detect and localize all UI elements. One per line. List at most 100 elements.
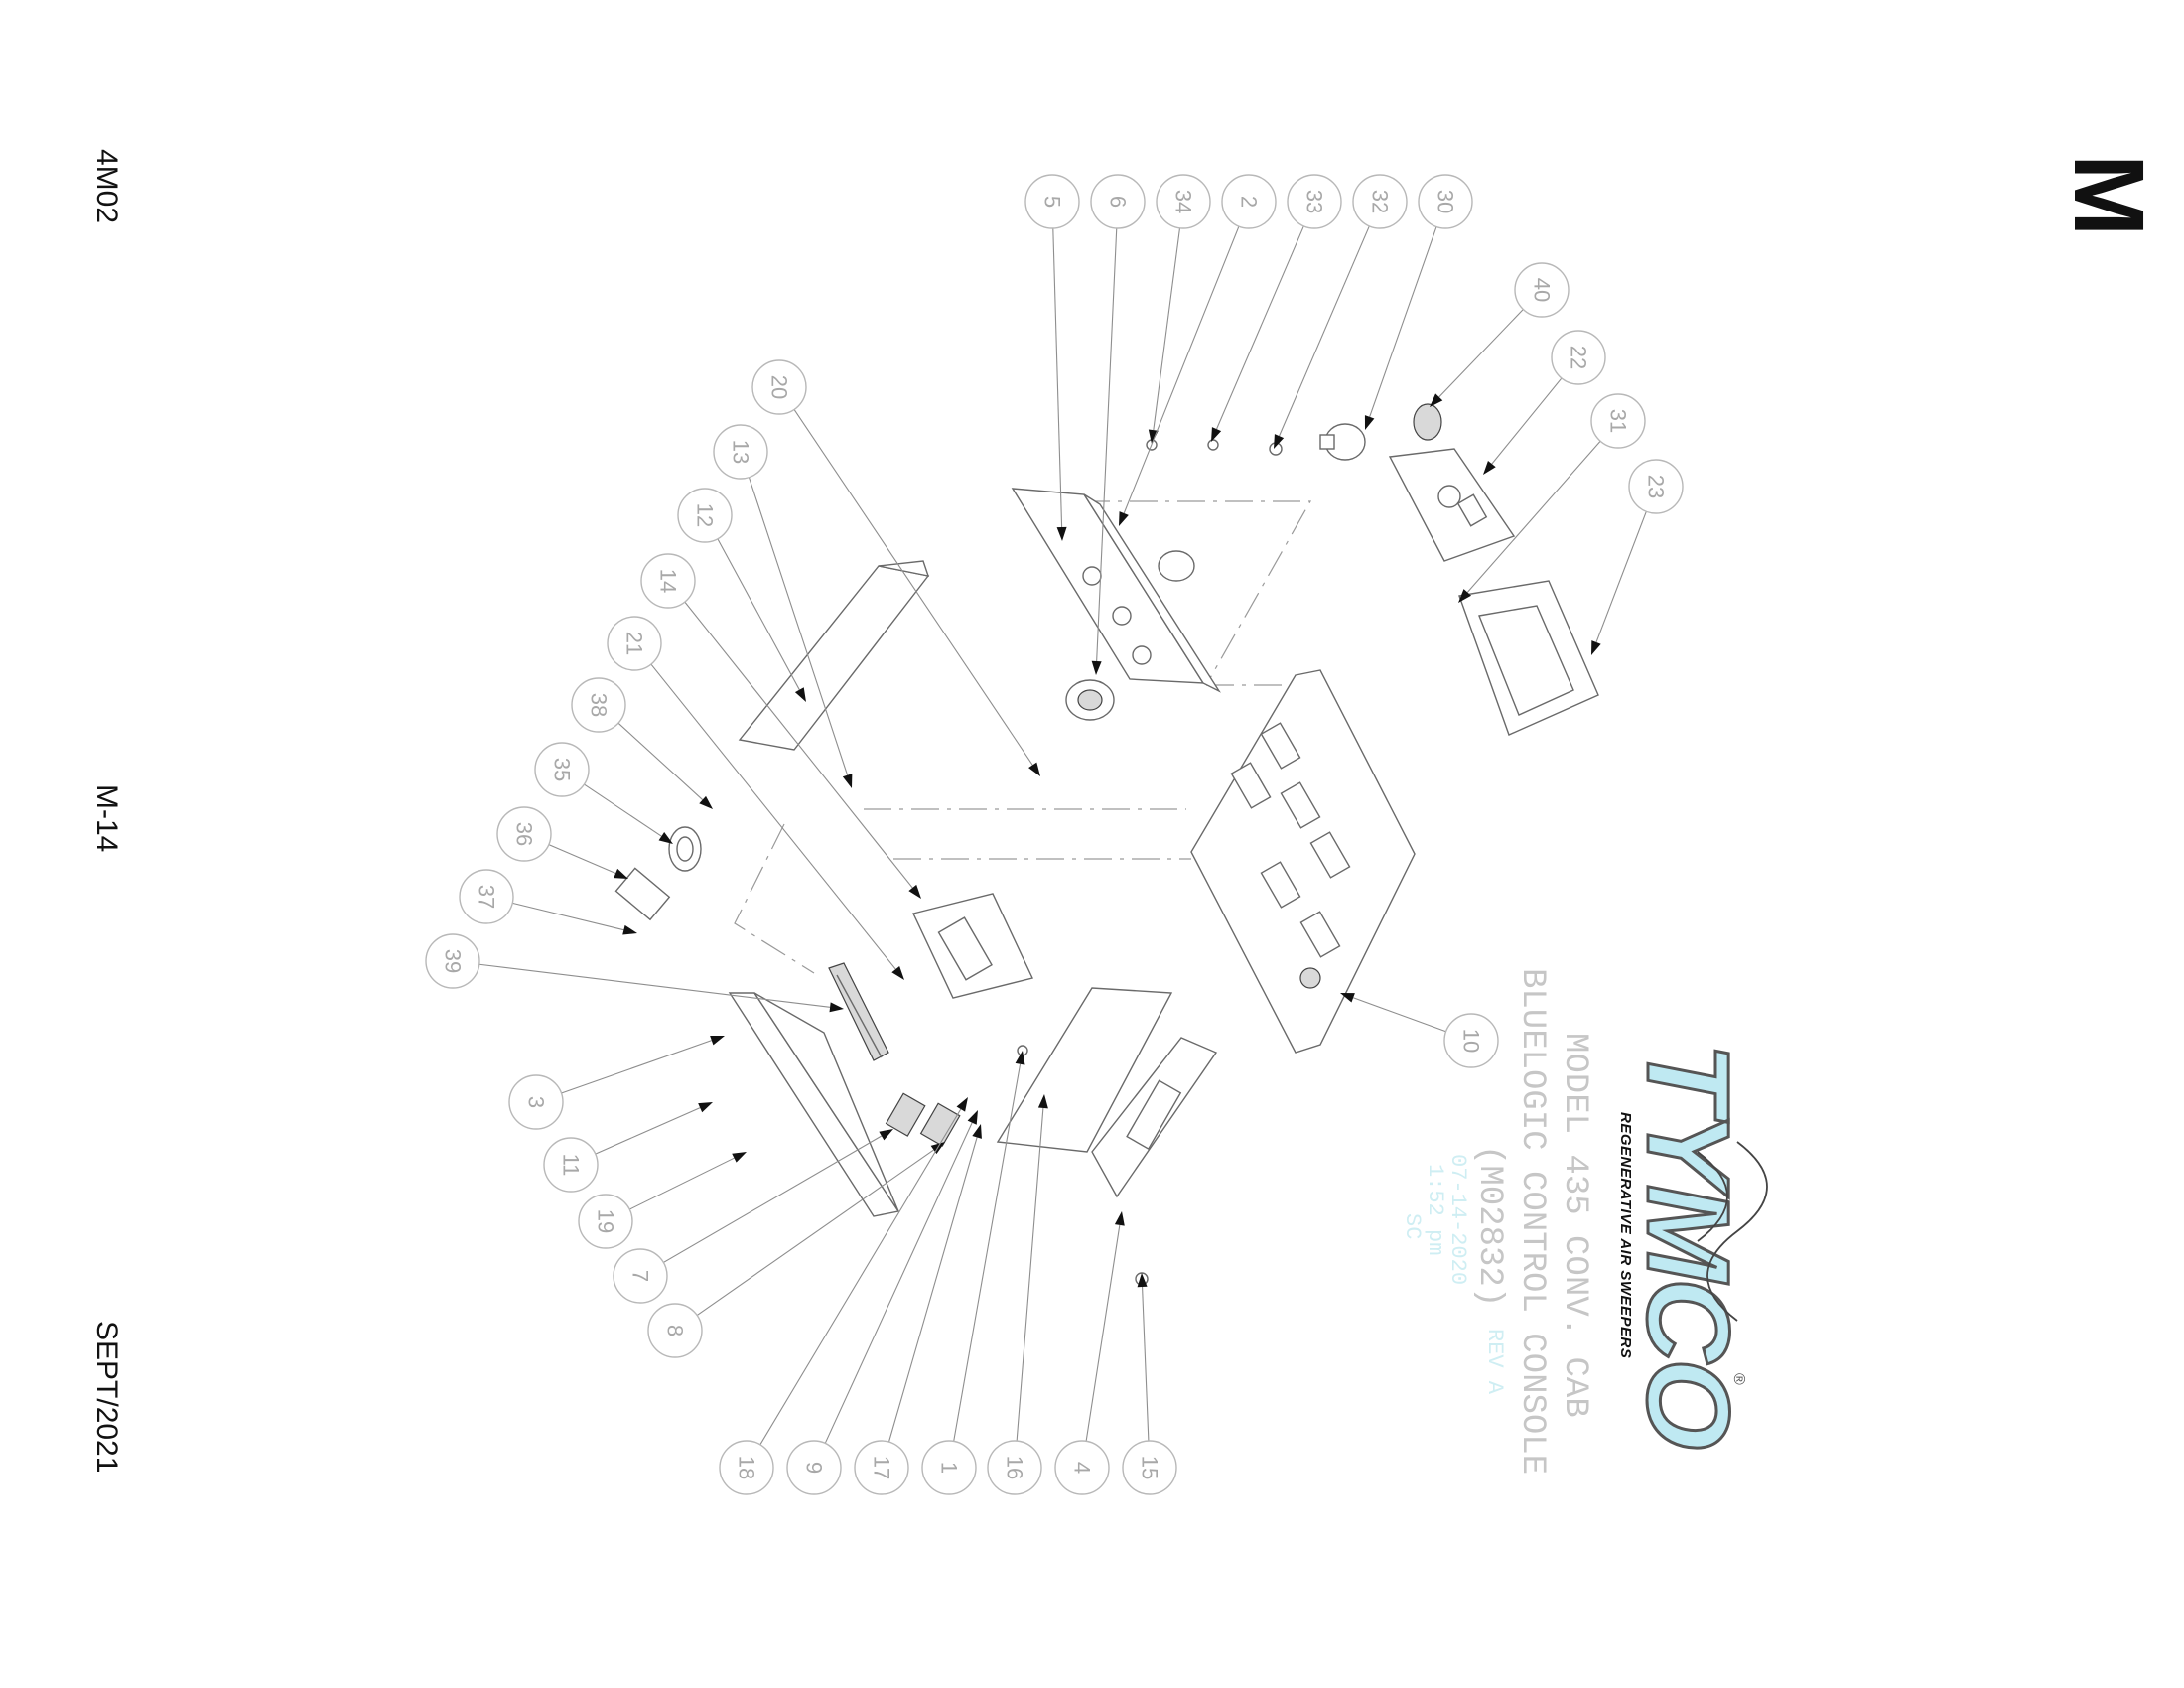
stamp-initials: SC [1400, 1213, 1425, 1239]
callout-arrow-2 [1119, 511, 1129, 526]
callout-leader-30 [1369, 226, 1437, 417]
callout-arrow-3 [710, 1035, 725, 1046]
callout-circle [459, 869, 514, 924]
callout-arrow-30 [1364, 415, 1375, 430]
callout-leader-3 [561, 1040, 712, 1094]
callout-balloon-36: 36 [496, 806, 552, 862]
callout-arrow-12 [794, 687, 806, 702]
base-bracket-3 [728, 992, 900, 1217]
callout-leader-4 [1085, 1224, 1121, 1442]
callout-number: 11 [559, 1154, 584, 1177]
callout-arrow-31 [1458, 589, 1472, 603]
callout-circle [1352, 174, 1408, 229]
callout-arrow-7 [879, 1129, 893, 1141]
callout-number: 6 [1106, 196, 1131, 208]
logo-wordmark: TYMCO [1622, 1043, 1753, 1448]
callout-arrow-22 [1483, 460, 1496, 475]
callout-arrow-9 [967, 1110, 978, 1125]
callout-arrow-21 [891, 965, 904, 980]
callout-balloon-40: 40 [1514, 262, 1570, 318]
side-panel-left [738, 560, 930, 751]
callout-circle [640, 553, 696, 609]
callout-leader-37 [512, 902, 624, 931]
callout-arrow-14 [908, 884, 921, 899]
doc-code: 4M02 [90, 149, 123, 223]
callout-circle [1090, 174, 1146, 229]
callout-balloon-39: 39 [425, 933, 480, 989]
callout-balloon-23: 23 [1628, 459, 1684, 514]
callout-number: 36 [512, 822, 537, 846]
callout-number: 4 [1070, 1462, 1095, 1474]
fan [1413, 403, 1442, 441]
small-hardware [1017, 439, 1283, 1286]
callout-leader-19 [628, 1157, 735, 1210]
title-line-3: (M02832) [1470, 1145, 1508, 1307]
callout-circle [647, 1303, 703, 1358]
callout-balloon-13: 13 [713, 424, 768, 480]
callout-balloon-11: 11 [543, 1137, 599, 1193]
callout-leader-13 [748, 477, 849, 775]
connector-30 [1319, 423, 1366, 461]
title-line-2: BLUELOGIC CONTROL CONSOLE [1513, 968, 1551, 1475]
callout-arrow-4 [1114, 1211, 1125, 1226]
callout-arrow-39 [829, 1002, 844, 1013]
callout-arrow-19 [732, 1152, 747, 1163]
callout-number: 21 [622, 632, 647, 655]
phantom-lines [734, 500, 1312, 974]
gauge-assembly [1065, 550, 1195, 721]
callout-number: 5 [1040, 196, 1065, 208]
callout-leader-36 [548, 844, 616, 874]
callout-circle [921, 1440, 977, 1495]
logo-swirl [1697, 1141, 1768, 1322]
callout-balloon-16: 16 [987, 1440, 1042, 1495]
callout-leader-6 [1096, 227, 1118, 662]
callout-balloon-17: 17 [854, 1440, 909, 1495]
stamp-rev: REV A [1482, 1329, 1507, 1395]
callout-balloon-15: 15 [1122, 1440, 1177, 1495]
callout-number: 10 [1459, 1029, 1484, 1053]
callout-leader-2 [1123, 225, 1240, 514]
callout-balloon-34: 34 [1156, 174, 1211, 229]
callout-circle [1514, 262, 1570, 318]
callout-balloon-12: 12 [677, 488, 733, 543]
callout-leader-21 [650, 663, 896, 970]
callout-leader-23 [1595, 511, 1647, 643]
callout-balloon-10: 10 [1443, 1013, 1499, 1068]
callout-number: 32 [1368, 190, 1393, 213]
callout-circle [987, 1440, 1042, 1495]
callout-leader-7 [663, 1135, 883, 1263]
callout-arrow-20 [1028, 762, 1040, 776]
callout-leader-15 [1142, 1286, 1150, 1442]
callout-leader-38 [617, 722, 704, 800]
callout-circle [613, 1248, 668, 1304]
callout-balloon-21: 21 [607, 616, 662, 671]
callout-number: 16 [1003, 1456, 1027, 1479]
callout-circle [534, 742, 590, 797]
callout-balloon-19: 19 [578, 1194, 633, 1249]
callout-arrow-15 [1137, 1273, 1148, 1288]
callout-circle [543, 1137, 599, 1193]
switch-cluster [885, 1092, 961, 1147]
callout-leader-39 [478, 963, 831, 1008]
callout-arrow-1 [1015, 1051, 1025, 1065]
callout-arrow-33 [1211, 427, 1222, 442]
callout-arrow-18 [956, 1097, 968, 1112]
callout-number: 31 [1606, 409, 1631, 433]
callout-number: 23 [1644, 475, 1669, 498]
callout-balloon-3: 3 [508, 1074, 564, 1130]
callout-balloon-22: 22 [1551, 330, 1606, 385]
callout-number: 3 [524, 1096, 549, 1108]
callout-circle [508, 1074, 564, 1130]
callout-arrow-17 [972, 1124, 982, 1139]
callout-circle [1156, 174, 1211, 229]
callout-leader-33 [1216, 225, 1304, 430]
logo-registered-mark: ® [1730, 1373, 1747, 1385]
callout-leader-14 [684, 601, 913, 889]
callout-balloon-7: 7 [613, 1248, 668, 1304]
callout-number: 38 [587, 693, 612, 717]
callout-number: 30 [1433, 190, 1458, 213]
callout-circle [1122, 1440, 1177, 1495]
callout-circle [607, 616, 662, 671]
